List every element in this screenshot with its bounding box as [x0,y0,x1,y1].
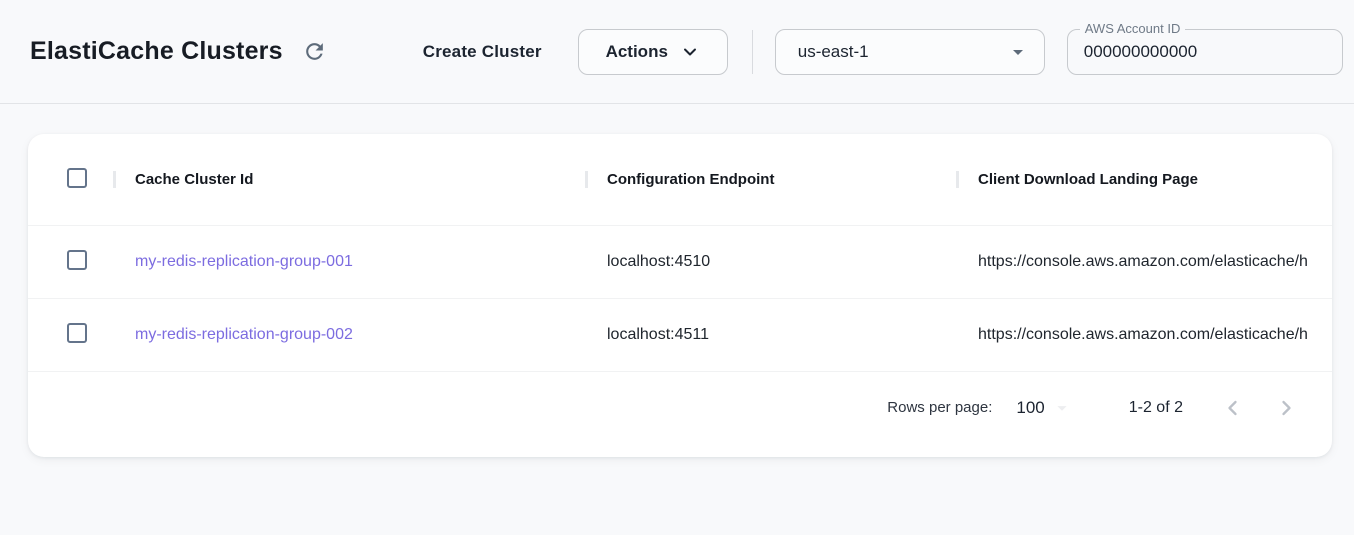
rows-per-page-caret-icon [1051,397,1073,419]
cell-client-download-landing-page: https://console.aws.amazon.com/elasticac… [978,326,1308,343]
page-title: ElastiCache Clusters [30,37,283,65]
cell-configuration-endpoint: localhost:4511 [607,326,709,343]
region-select-value: us-east-1 [797,41,869,61]
create-cluster-button[interactable]: Create Cluster [409,32,556,72]
cell-configuration-endpoint: localhost:4510 [607,253,711,270]
next-page-button[interactable] [1262,384,1310,432]
pagination-range-label: 1-2 of 2 [1128,398,1183,416]
rows-per-page-label: Rows per page: [887,399,993,416]
aws-account-id-label: AWS Account ID [1079,20,1186,36]
refresh-icon [302,39,327,64]
row-checkbox-cell [28,322,113,348]
aws-account-id-field[interactable]: AWS Account ID [1066,20,1343,75]
refresh-button[interactable] [301,38,329,66]
dropdown-arrow-icon [1006,40,1030,64]
actions-button-label: Actions [605,41,668,61]
cluster-link[interactable]: my-redis-replication-group-001 [135,253,353,270]
column-divider [956,171,959,188]
row-checkbox[interactable] [67,322,87,343]
table-pagination: Rows per page: 100 1-2 of 2 [28,371,1332,443]
column-header-configuration-endpoint[interactable]: Configuration Endpoint [585,171,956,188]
chevron-left-icon [1221,396,1245,420]
column-header-client-download-landing-page[interactable]: Client Download Landing Page [956,171,1332,188]
select-all-checkbox[interactable] [67,167,87,188]
previous-page-button[interactable] [1209,384,1257,432]
header-checkbox-cell [28,167,113,192]
cluster-link[interactable]: my-redis-replication-group-002 [135,326,353,343]
row-checkbox[interactable] [67,249,87,270]
toolbar: ElastiCache Clusters Create Cluster Acti… [0,0,1354,104]
table-row: my-redis-replication-group-002 localhost… [28,298,1332,371]
rows-per-page-value: 100 [1016,397,1045,417]
toolbar-divider [751,29,753,74]
region-select[interactable]: us-east-1 [774,28,1045,75]
cell-cache-cluster-id: my-redis-replication-group-002 [113,326,585,344]
aws-account-id-input[interactable] [1067,41,1342,62]
table-header-row: Cache Cluster Id Configuration Endpoint … [28,134,1332,225]
table-row: my-redis-replication-group-001 localhost… [28,225,1332,298]
column-divider [113,171,116,188]
cell-cache-cluster-id: my-redis-replication-group-001 [113,253,585,271]
column-divider [585,171,588,188]
cell-client-download-landing-page: https://console.aws.amazon.com/elasticac… [978,253,1308,270]
column-header-cache-cluster-id[interactable]: Cache Cluster Id [113,171,585,188]
rows-per-page-select[interactable]: 100 [1016,397,1072,419]
row-checkbox-cell [28,249,113,275]
actions-button[interactable]: Actions [577,28,728,75]
chevron-right-icon [1274,396,1298,420]
clusters-table-card: Cache Cluster Id Configuration Endpoint … [28,134,1332,457]
chevron-down-icon [680,42,700,62]
